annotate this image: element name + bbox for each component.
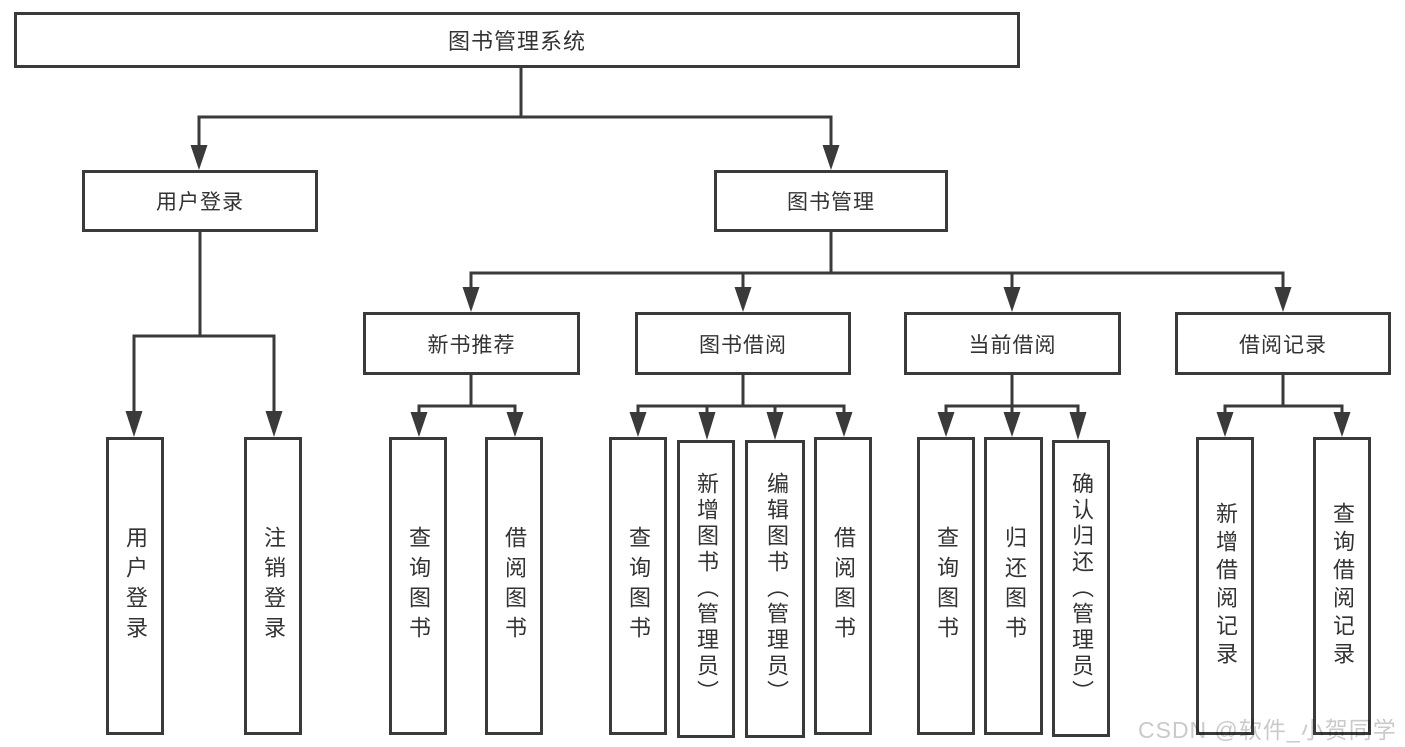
arrow-down-icon <box>629 412 647 437</box>
edge-userlogin-to-leaves <box>132 230 276 414</box>
leaf-borrow-books-borrow: 借阅图书 <box>814 437 872 735</box>
arrow-down-icon <box>1069 412 1087 440</box>
leaf-add-book-admin: 新增图书（管理员） <box>677 440 735 738</box>
node-label: 新书推荐 <box>427 333 516 357</box>
node-current-borrow: 当前借阅 <box>904 312 1121 375</box>
leaf-logout: 注销登录 <box>244 437 302 735</box>
arrow-down-icon <box>734 287 752 312</box>
node-new-book-recommend: 新书推荐 <box>363 312 580 375</box>
arrow-down-icon <box>410 412 428 437</box>
arrow-down-icon <box>1274 287 1292 312</box>
arrow-down-icon <box>506 412 524 437</box>
arrow-down-icon <box>937 412 955 437</box>
edge-bookmgmt-to-level3 <box>469 230 1285 290</box>
node-library-management-system: 图书管理系统 <box>14 12 1020 68</box>
arrow-down-icon <box>822 145 840 170</box>
edge-recommend-to-leaves <box>417 373 517 415</box>
arrow-down-icon <box>462 287 480 312</box>
arrow-down-icon <box>1003 287 1021 312</box>
leaf-query-books-current: 查询图书 <box>917 437 975 735</box>
leaf-return-books: 归还图书 <box>984 437 1043 735</box>
csdn-watermark: CSDN @软件_小贺同学 <box>1138 717 1397 743</box>
arrow-down-icon <box>1216 412 1234 437</box>
arrowheads <box>125 145 1351 440</box>
arrow-down-icon <box>125 411 143 437</box>
edge-root-to-level2 <box>197 66 833 148</box>
node-label: 图书借阅 <box>699 333 787 357</box>
arrow-down-icon <box>835 412 853 437</box>
leaf-query-books-borrow: 查询图书 <box>609 437 667 735</box>
arrow-down-icon <box>766 412 784 440</box>
node-user-login: 用户登录 <box>82 170 318 232</box>
node-label: 用户登录 <box>156 191 244 214</box>
node-label: 图书管理 <box>787 191 875 214</box>
arrow-down-icon <box>265 411 283 437</box>
arrow-down-icon <box>1003 412 1021 437</box>
leaf-user-login: 用户登录 <box>106 437 164 735</box>
node-borrow-records: 借阅记录 <box>1175 312 1391 375</box>
leaf-confirm-return-admin: 确认归还（管理员） <box>1052 440 1110 737</box>
node-book-borrow: 图书借阅 <box>635 312 851 375</box>
leaf-add-borrow-record: 新增借阅记录 <box>1196 437 1254 735</box>
arrow-down-icon <box>1333 412 1351 437</box>
edge-current-to-leaves <box>944 373 1080 415</box>
arrow-down-icon <box>190 145 208 170</box>
edge-records-to-leaves <box>1223 373 1344 415</box>
leaf-query-borrow-record: 查询借阅记录 <box>1313 437 1371 735</box>
edge-borrow-to-leaves <box>636 373 846 415</box>
node-label: 图书管理系统 <box>447 29 586 54</box>
node-book-management: 图书管理 <box>714 170 948 232</box>
leaf-borrow-books-recommend: 借阅图书 <box>485 437 543 735</box>
node-label: 当前借阅 <box>968 333 1057 357</box>
node-label: 借阅记录 <box>1239 333 1327 357</box>
leaf-edit-book-admin: 编辑图书（管理员） <box>745 440 805 738</box>
leaf-query-books-recommend: 查询图书 <box>389 437 447 735</box>
arrow-down-icon <box>698 412 716 440</box>
